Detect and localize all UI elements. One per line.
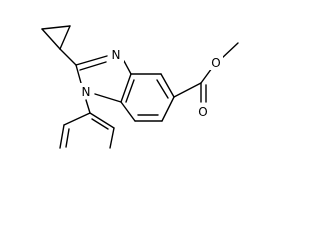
- atom-label-n3: N: [112, 48, 121, 62]
- bond-phenyl-2: [109, 127, 115, 149]
- bond-c3a-c7a: [120, 73, 132, 103]
- bond-carbonyl-o-ester: [200, 67, 213, 84]
- bond-c2-n3-a: [75, 55, 108, 66]
- bond-n3-c3a: [123, 60, 132, 75]
- bond-phenyl-inner-2: [65, 128, 70, 148]
- bond-cyclopropyl-3: [59, 25, 71, 50]
- bond-cyclopropyl-1: [41, 25, 71, 30]
- imidazole-ring: [59, 48, 132, 103]
- atom-label-n1: N: [82, 85, 91, 99]
- cyclopropyl-group: [41, 25, 71, 50]
- atom-labels: N N O O: [79, 46, 223, 119]
- atom-label-ester-o: O: [211, 56, 220, 70]
- bond-c5-c6: [161, 96, 175, 122]
- bond-n1-phenyl: [85, 99, 91, 114]
- bond-c4-c5-b: [156, 79, 169, 99]
- bond-c5-carbonyl: [173, 82, 202, 98]
- atom-label-carbonyl-o: O: [198, 105, 207, 119]
- bond-phenyl-1: [89, 112, 115, 129]
- chemical-structure-diagram: N N O O: [41, 25, 239, 149]
- bond-phenyl-4: [59, 124, 65, 149]
- benzo-ring: [120, 73, 175, 122]
- bond-o-methyl: [220, 42, 239, 60]
- bond-c2-n3-b: [79, 61, 107, 71]
- bond-c-cyclopropyl: [59, 48, 77, 66]
- phenyl-group: [59, 99, 115, 149]
- bond-c7-c7a: [120, 101, 136, 122]
- bond-c2-n1: [75, 64, 82, 84]
- methyl-ester-group: [173, 42, 239, 103]
- bond-cyclopropyl-2: [41, 28, 61, 50]
- bond-phenyl-inner-1: [91, 118, 109, 130]
- bond-c3a-c7a-inner: [125, 79, 135, 103]
- bond-c4-c5-a: [160, 73, 175, 98]
- bond-n1-c7a: [94, 93, 122, 103]
- bond-phenyl-3: [63, 112, 91, 126]
